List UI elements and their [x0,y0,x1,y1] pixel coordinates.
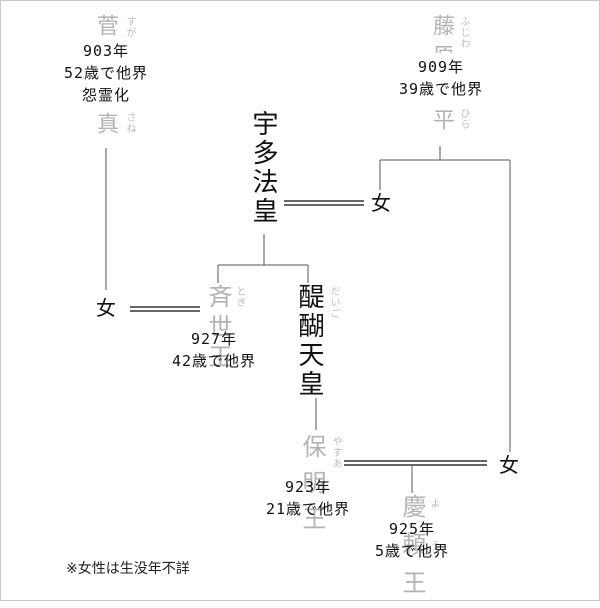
fujiwara-name-mid: 原 [429,44,454,66]
fujiwara-name-bottom: 平 [429,108,454,130]
yoshiyori-ruby-2: う [428,540,439,551]
yoshiyori-name: 慶頼王 [398,494,426,608]
sugawara-name-bottom: 真 [93,112,118,134]
footnote: ※女性は生没年不詳 [66,561,190,577]
tokiyo-death-year: 927年 [190,330,238,348]
fujiwara-ruby-top: ふじわ [458,16,469,49]
daigo-ruby: だいご [328,286,339,319]
fujiwara-age: 39歳で他界 [398,80,484,98]
sugawara-note: 怨霊化 [81,86,130,104]
yasuakira-ruby: やすあ [330,436,341,469]
sugawara-ruby-bottom: さね [124,112,135,134]
fujiwara-ruby-bottom: ひら [458,108,469,130]
woman-left: 女 [96,296,116,320]
yasuakira-age: 21歳で他界 [265,500,351,518]
woman-mid: 女 [371,191,391,215]
sugawara-ruby-top: すが [124,16,135,38]
sugawara-name-top: 菅 [93,14,118,36]
sugawara-age: 52歳で他界 [63,64,149,82]
sugawara-info: 903年 52歳で他界 怨霊化 [64,40,148,106]
daigo-name: 醍醐天皇 [294,283,324,399]
woman-right: 女 [499,453,519,477]
uda-name: 宇多法皇 [248,110,278,226]
yoshiyori-info: 925年 5歳で他界 [375,518,449,562]
fujiwara-death-year: 909年 [417,58,465,76]
yasuakira-death-year: 923年 [284,478,332,496]
fujiwara-info: 909年 39歳で他界 [399,56,483,100]
tokiyo-age: 42歳で他界 [171,352,257,370]
tokiyo-name: 斉世王 [204,284,232,374]
fujiwara-name-top: 藤 [429,14,454,36]
yoshiyori-age: 5歳で他界 [374,542,450,560]
yasuakira-name: 保明王 [298,434,326,542]
yasuakira-info: 923年 21歳で他界 [266,476,350,520]
sugawara-death-year: 903年 [82,42,130,60]
tokiyo-info: 927年 42歳で他界 [172,328,256,372]
tokiyo-ruby: とき [234,286,245,308]
yoshiyori-ruby: よ [428,498,439,509]
yoshiyori-death-year: 925年 [388,520,436,538]
